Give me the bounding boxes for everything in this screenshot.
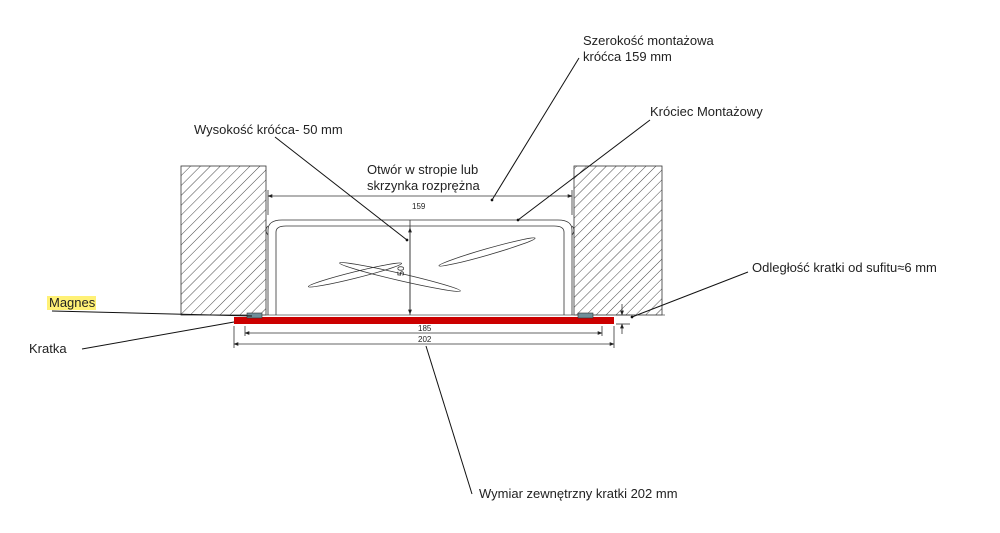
label-krociec: Króciec Montażowy: [650, 104, 763, 119]
dim-159: 159: [267, 190, 573, 215]
label-otwor-1: Otwór w stropie lub: [367, 162, 478, 177]
label-szerokosc-1: Szerokość montażowa: [583, 33, 715, 48]
mounting-neck: [265, 219, 575, 315]
louvre-blades: [308, 237, 536, 292]
label-wymiar: Wymiar zewnętrzny kratki 202 mm: [479, 486, 678, 501]
dim-gap: [616, 304, 630, 334]
label-odleglosc: Odległość kratki od sufitu≈6 mm: [752, 260, 937, 275]
dim-50-label: 50: [396, 266, 406, 276]
dim-202-label: 202: [418, 335, 432, 344]
dim-50: 50: [396, 227, 412, 315]
dim-159-label: 159: [412, 202, 426, 211]
magnet-right: [577, 312, 594, 319]
grille-bar: [234, 317, 614, 324]
leader-kratka: [81, 321, 235, 350]
magnes-highlight: [47, 296, 96, 310]
leader-szerokosc: [490, 57, 580, 202]
dim-202: 202: [233, 326, 615, 348]
ceiling-right: [573, 165, 663, 316]
label-szerokosc-2: króćca 159 mm: [583, 49, 672, 64]
label-magnes: Magnes: [49, 295, 96, 310]
dim-185-label: 185: [418, 324, 432, 333]
label-kratka: Kratka: [29, 341, 67, 356]
leader-magnes: [51, 310, 253, 317]
label-wysokosc: Wysokość króćca- 50 mm: [194, 122, 343, 137]
dim-185: 185: [244, 324, 603, 336]
label-otwor-2: skrzynka rozprężna: [367, 178, 480, 193]
leader-krociec: [516, 119, 651, 222]
leader-odleglosc: [630, 271, 749, 319]
ceiling-left: [180, 165, 267, 316]
leader-wymiar: [425, 345, 473, 495]
leader-wysokosc: [274, 136, 409, 242]
